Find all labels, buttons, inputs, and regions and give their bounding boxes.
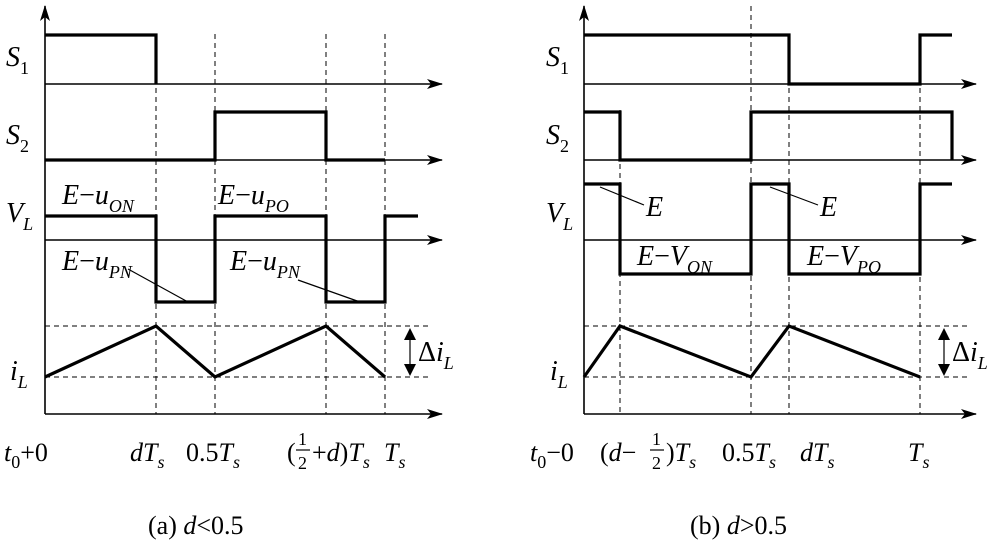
panel-b-delta-il-label: ΔiL	[952, 337, 988, 373]
panel-b-e-v-po-label: E−VPO	[806, 241, 881, 277]
panel-a-upn-leader-2	[297, 279, 361, 303]
panel-b-il-waveform	[582, 324, 921, 379]
panel-b-e-label-2: E	[819, 192, 837, 223]
panel-b-delta-il-arrowheads	[938, 328, 950, 376]
panel-a-il-waveform	[44, 324, 387, 379]
panel-b-fraction-denominator: 2	[652, 453, 661, 473]
panel-a-delta-il-label: ΔiL	[418, 337, 454, 373]
panel-a-caption: (a) d<0.5	[148, 511, 244, 540]
panel-b-s1-label: S1	[546, 42, 569, 78]
panel-b-e-leader-1	[599, 186, 645, 206]
panel-b-e-leader-2	[769, 186, 819, 206]
panel-a-vl-waveform	[45, 214, 418, 304]
panel-a-e-u-pn-label-1: E−uPN	[61, 246, 133, 282]
panel-a-delta-il-arrowheads	[404, 328, 416, 376]
panel-a-tick-t0: t0+0	[4, 438, 48, 472]
panel-b-tick-d-minus-half: (d− 1 2 )Ts	[600, 429, 696, 473]
panel-b-caption: (b) d>0.5	[690, 511, 787, 540]
svg-text:(: (	[287, 438, 296, 467]
panel-b-s1-waveform	[584, 33, 952, 86]
panel-b-fraction-numerator: 1	[652, 429, 661, 449]
panel-a-tick-half-ts: 0.5Ts	[186, 438, 240, 472]
panel-b-tick-half-ts: 0.5Ts	[722, 438, 776, 472]
panel-a-s1-label: S1	[6, 42, 29, 78]
panel-b-vl-waveform	[584, 182, 952, 276]
panel-b-tick-ts: Ts	[908, 438, 929, 472]
panel-b-vl-label: VL	[546, 198, 573, 234]
panel-a: S1 S2 VL iL E−uON E−uPO E−uPN E−uPN ΔiL …	[4, 5, 454, 540]
panel-a-s2-label: S2	[6, 120, 29, 156]
panel-b-d-minus-half-right: )Ts	[666, 438, 696, 472]
panel-b-s2-label: S2	[546, 120, 569, 156]
panel-a-vl-label: VL	[6, 198, 33, 234]
panel-b-e-label-1: E	[645, 192, 663, 223]
panel-b-e-v-on-label: E−VON	[636, 241, 713, 277]
panel-a-e-u-on-label: E−uON	[61, 180, 135, 216]
panel-b-il-label: iL	[550, 356, 568, 392]
panel-a-fraction-numerator: 1	[298, 429, 307, 449]
panel-b-s2-waveform	[584, 110, 954, 162]
panel-a-s1-waveform	[45, 33, 158, 84]
panel-a-e-u-po-label: E−uPO	[217, 180, 289, 216]
panel-a-half-plus-d-rest: +d)Ts	[312, 438, 370, 472]
panel-a-tick-dts: dTs	[130, 438, 164, 472]
panel-b-d-minus-half-left: (d−	[600, 438, 636, 467]
panel-a-e-u-pn-label-2: E−uPN	[229, 246, 301, 282]
panel-b-tick-dts: dTs	[800, 438, 834, 472]
panel-a-il-label: iL	[10, 356, 28, 392]
panel-a-s2-waveform	[45, 110, 385, 162]
panel-a-tick-half-plus-d: ( 1 2 +d)Ts	[287, 429, 370, 473]
panel-a-upn-leader-1	[127, 268, 189, 303]
panel-b: S1 S2 VL iL E E E−VON E−VPO ΔiL t0−0 (d−…	[530, 5, 988, 540]
panel-b-tick-t0: t0−0	[530, 438, 574, 472]
panel-a-tick-ts: Ts	[384, 438, 405, 472]
panel-a-fraction-denominator: 2	[298, 453, 307, 473]
